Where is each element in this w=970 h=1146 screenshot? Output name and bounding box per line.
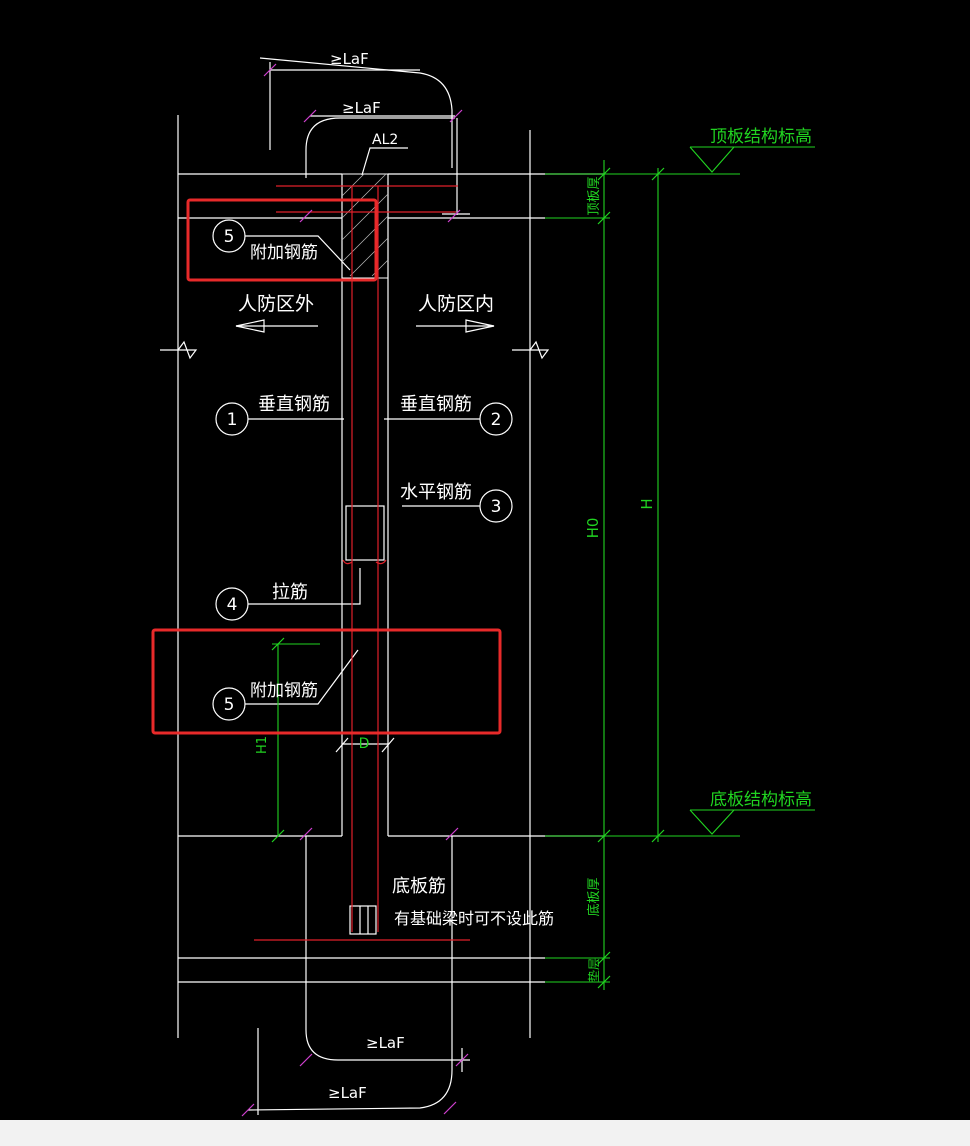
tie-rebar-label: 拉筋 bbox=[272, 582, 308, 603]
bottom-inner-anchor-line bbox=[305, 836, 470, 1061]
bottom-note-label: 有基础梁时可不设此筋 bbox=[394, 909, 554, 928]
leader-4 bbox=[248, 568, 361, 605]
bottom-slab-rebar-label: 底板筋 bbox=[392, 876, 446, 897]
leader-5-top bbox=[245, 235, 351, 271]
floor-elevation-triangle bbox=[689, 809, 735, 835]
tie-hook-left bbox=[342, 559, 353, 565]
d-tick-right bbox=[381, 737, 395, 753]
tick-marks bbox=[241, 63, 469, 1117]
bubble-3-number: 3 bbox=[491, 497, 502, 517]
hatch-strokes bbox=[341, 173, 389, 277]
h0-dimension-label: H0 bbox=[584, 518, 602, 539]
leader-5-bottom bbox=[245, 649, 359, 705]
window-bottom-strip bbox=[0, 1120, 970, 1146]
inside-zone-arrow-head bbox=[465, 319, 495, 333]
bubble-5-bottom-number: 5 bbox=[224, 695, 235, 715]
laf-top-outer-label: ≥LaF bbox=[330, 50, 369, 68]
d-dimension-label: D bbox=[359, 736, 370, 752]
bottom-outer-anchor-line bbox=[247, 836, 453, 1111]
bottom-rebar-box bbox=[349, 905, 377, 935]
left-break-mark bbox=[160, 340, 198, 360]
horizontal-rebar-label: 水平钢筋 bbox=[400, 482, 472, 503]
dimension-lines bbox=[272, 146, 815, 990]
structure-outline bbox=[160, 57, 605, 1115]
roof-elevation-triangle bbox=[689, 146, 735, 173]
outside-zone-label: 人防区外 bbox=[238, 293, 314, 315]
hatch-frame bbox=[341, 173, 389, 279]
bubble-1-number: 1 bbox=[227, 410, 238, 430]
laf-bottom-inner-label: ≥LaF bbox=[366, 1034, 405, 1052]
rebar-lines bbox=[254, 185, 470, 941]
bubble-5-top-number: 5 bbox=[224, 227, 235, 247]
roof-thickness-label: 顶板厚 bbox=[587, 176, 602, 215]
top-inner-anchor-line bbox=[305, 117, 455, 178]
al2-label: AL2 bbox=[372, 132, 398, 148]
highlight-box-top bbox=[186, 198, 378, 282]
horizontal-rebar-bracket bbox=[345, 505, 385, 561]
bubble-2-number: 2 bbox=[491, 410, 502, 430]
al2-leader bbox=[361, 147, 408, 176]
highlight-box-bottom bbox=[151, 628, 502, 735]
right-break-mark bbox=[512, 340, 550, 360]
add-rebar-bottom-label: 附加钢筋 bbox=[250, 681, 318, 701]
vertical-rebar-right-label: 垂直钢筋 bbox=[400, 394, 472, 415]
add-rebar-top-label: 附加钢筋 bbox=[250, 243, 318, 263]
top-outer-anchor-line bbox=[259, 57, 453, 168]
outside-zone-arrow-head bbox=[235, 319, 265, 333]
laf-top-inner-label: ≥LaF bbox=[342, 99, 381, 117]
roof-section-hatch bbox=[341, 173, 389, 279]
inside-zone-label: 人防区内 bbox=[418, 293, 494, 315]
tie-hook-right bbox=[375, 559, 387, 565]
cushion-label: 垫层 bbox=[586, 958, 601, 982]
h-dimension-label: H bbox=[638, 498, 656, 509]
floor-thickness-label: 底板厚 bbox=[586, 877, 602, 916]
dimension-ticks bbox=[271, 167, 665, 989]
h1-dimension-label: H1 bbox=[255, 736, 270, 754]
d-tick-left bbox=[335, 737, 349, 753]
bubble-4-number: 4 bbox=[227, 595, 238, 615]
roof-elevation-label: 顶板结构标高 bbox=[710, 127, 812, 147]
laf-bottom-outer-label: ≥LaF bbox=[328, 1084, 367, 1102]
floor-elevation-label: 底板结构标高 bbox=[710, 790, 812, 810]
vertical-rebar-left-label: 垂直钢筋 bbox=[258, 394, 330, 415]
